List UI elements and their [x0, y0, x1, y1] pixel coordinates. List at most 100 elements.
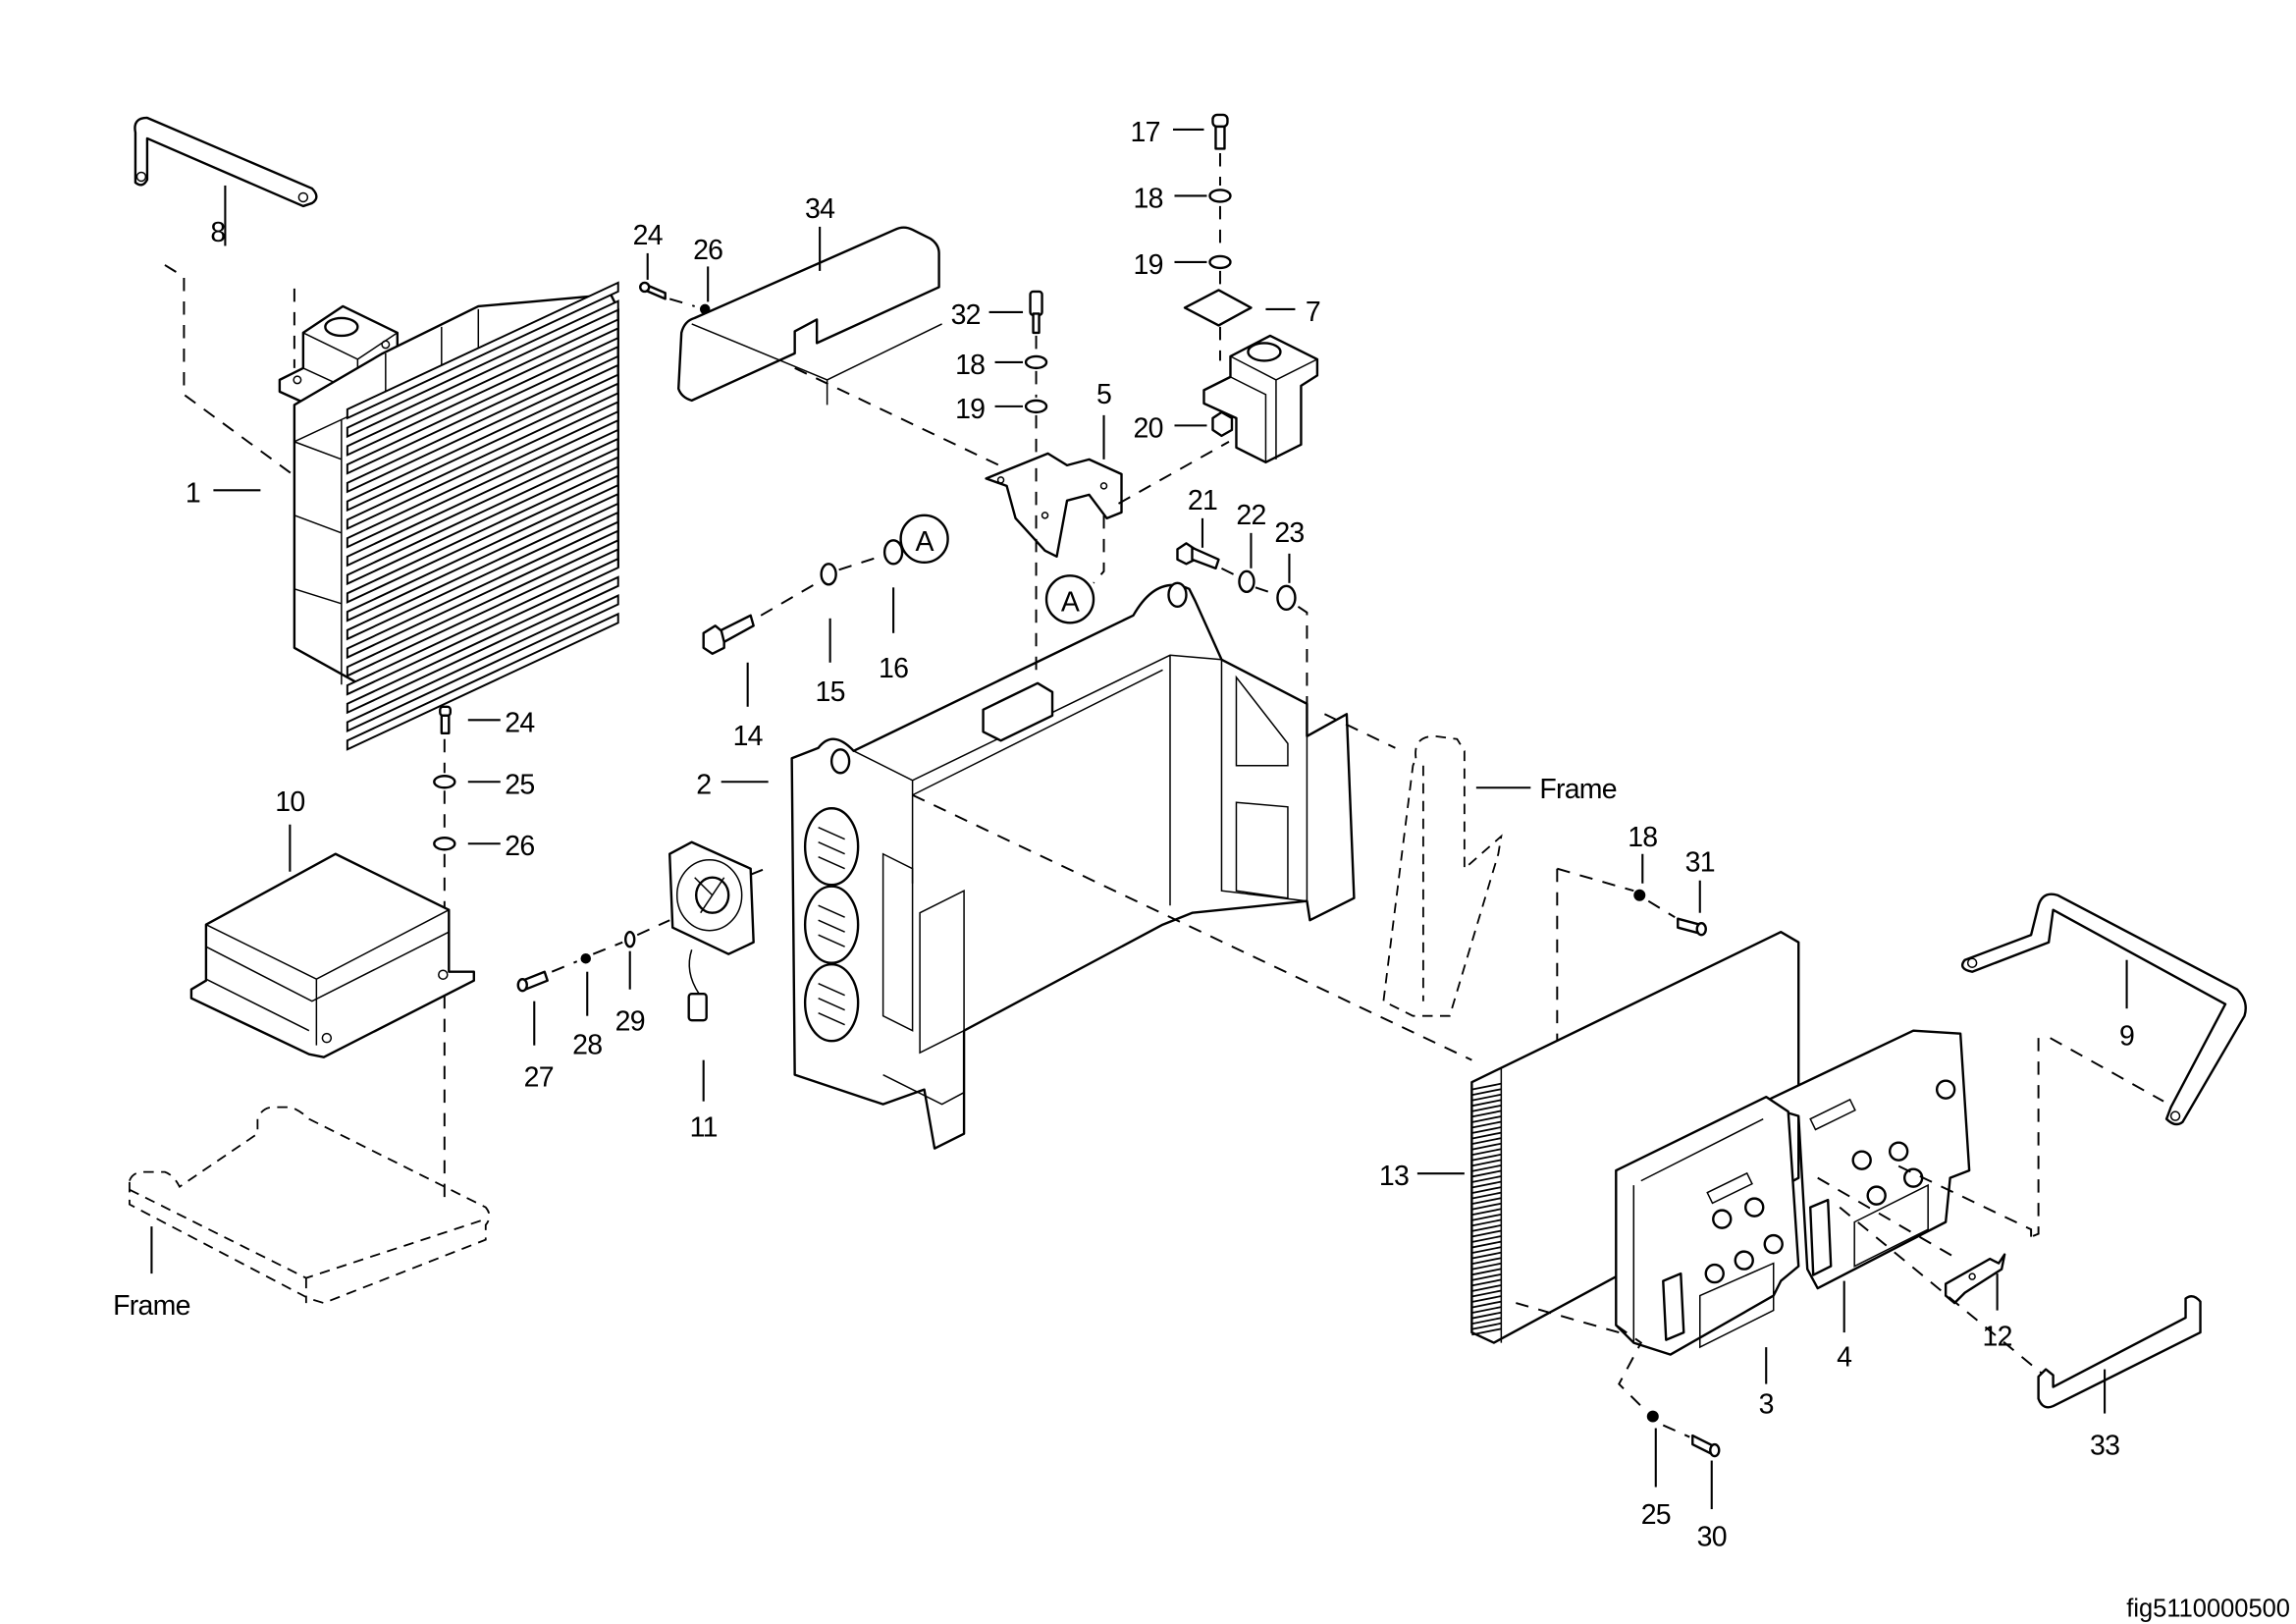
- callout-19-b[interactable]: 19: [955, 394, 986, 425]
- part-19-washer-a[interactable]: [1208, 254, 1232, 270]
- callout-26-left[interactable]: 26: [505, 831, 535, 862]
- callout-3[interactable]: 3: [1759, 1389, 1775, 1421]
- callout-24-left[interactable]: 24: [505, 707, 535, 738]
- callout-34[interactable]: 34: [805, 193, 835, 225]
- callout-24-top[interactable]: 24: [633, 220, 664, 251]
- callout-32[interactable]: 32: [951, 299, 982, 331]
- callout-13[interactable]: 13: [1379, 1161, 1410, 1192]
- callout-28[interactable]: 28: [572, 1030, 603, 1061]
- callout-10[interactable]: 10: [275, 786, 305, 818]
- heatsink-fin: [1471, 1099, 1502, 1108]
- heatsink-fin: [1471, 1262, 1502, 1271]
- heatsink-fin: [1471, 1120, 1502, 1129]
- heatsink-fin: [1471, 1126, 1502, 1134]
- part-18-lock-washer-b[interactable]: [1024, 354, 1048, 370]
- part-10-converter-box[interactable]: [189, 852, 475, 1058]
- part-28-lock-washer[interactable]: [580, 952, 591, 964]
- part-13-heatsink-plate[interactable]: [1470, 931, 1800, 1344]
- part-16-washer[interactable]: [882, 539, 904, 566]
- detail-a-marker-2[interactable]: A: [1044, 574, 1095, 624]
- part-31-screw[interactable]: [1677, 917, 1707, 937]
- part-30-screw[interactable]: [1691, 1434, 1721, 1458]
- heatsink-fins-13: [1471, 1082, 1502, 1336]
- part-17-bolt[interactable]: [1211, 113, 1229, 150]
- part-26-washer-left[interactable]: [433, 837, 456, 851]
- part-15-lock-washer[interactable]: [820, 563, 837, 586]
- callout-11[interactable]: 11: [690, 1112, 719, 1144]
- part-29-washer[interactable]: [624, 931, 636, 948]
- callout-7[interactable]: 7: [1306, 297, 1321, 328]
- callout-18-c[interactable]: 18: [1628, 822, 1658, 853]
- heatsink-fins: [346, 281, 619, 751]
- heatsink-fin: [1471, 1317, 1502, 1326]
- callout-19-a[interactable]: 19: [1134, 249, 1164, 281]
- heatsink-fin: [1471, 1093, 1502, 1102]
- callout-8[interactable]: 8: [210, 217, 226, 248]
- assembly-line-5b: [1093, 514, 1105, 584]
- callout-27[interactable]: 27: [524, 1062, 555, 1094]
- part-21-bolt[interactable]: [1176, 542, 1220, 570]
- callout-25-a[interactable]: 25: [505, 769, 535, 800]
- callout-33[interactable]: 33: [2090, 1431, 2120, 1462]
- callout-26-top[interactable]: 26: [693, 235, 723, 266]
- part-24-screw-left[interactable]: [439, 705, 453, 734]
- callout-14[interactable]: 14: [733, 721, 764, 752]
- callout-4[interactable]: 4: [1837, 1342, 1852, 1374]
- heatsink-fin: [1471, 1327, 1502, 1336]
- heatsink-fin: [1471, 1115, 1502, 1123]
- callout-21[interactable]: 21: [1188, 485, 1218, 516]
- heatsink-fin: [346, 502, 619, 641]
- part-4-controller-right[interactable]: [1757, 1029, 1971, 1290]
- part-7-cover-plate[interactable]: [1183, 289, 1253, 327]
- heatsink-fin: [1471, 1295, 1502, 1303]
- frame-ghost-left: [129, 1106, 491, 1305]
- part-3-controller-left[interactable]: [1615, 1095, 1800, 1356]
- part-18-lock-washer-c[interactable]: [1633, 889, 1646, 901]
- assembly-line-12: [1817, 1164, 2047, 1378]
- part-24-screw-top[interactable]: [639, 281, 667, 300]
- callout-16[interactable]: 16: [879, 653, 909, 684]
- part-33-bus-bar[interactable]: [2037, 1295, 2202, 1409]
- part-9-bus-bar[interactable]: [1960, 893, 2247, 1126]
- part-32-bolt[interactable]: [1029, 290, 1043, 335]
- callout-31[interactable]: 31: [1685, 847, 1716, 879]
- part-23-washer[interactable]: [1276, 584, 1297, 612]
- callout-9[interactable]: 9: [2119, 1021, 2135, 1053]
- part-2-mounting-bracket[interactable]: [790, 581, 1356, 1150]
- part-22-lock-washer[interactable]: [1238, 569, 1255, 594]
- callout-12[interactable]: 12: [1983, 1322, 2013, 1353]
- callout-2[interactable]: 2: [696, 769, 712, 800]
- part-27-screw[interactable]: [516, 970, 549, 993]
- part-25-lock-washer-a[interactable]: [433, 775, 456, 789]
- part-5-hinge-bracket[interactable]: [985, 452, 1123, 559]
- part-25-lock-washer-b[interactable]: [1646, 1410, 1659, 1423]
- callout-20[interactable]: 20: [1134, 412, 1164, 444]
- callout-29[interactable]: 29: [615, 1006, 646, 1038]
- callout-17[interactable]: 17: [1131, 117, 1161, 148]
- part-20-nut[interactable]: [1211, 410, 1234, 438]
- frame-label-left[interactable]: Frame: [113, 1290, 190, 1322]
- part-18-lock-washer-a[interactable]: [1208, 189, 1232, 203]
- callout-15[interactable]: 15: [816, 677, 846, 708]
- callout-22[interactable]: 22: [1236, 500, 1266, 531]
- detail-a-marker-1[interactable]: A: [899, 514, 949, 565]
- callout-18-a[interactable]: 18: [1134, 183, 1164, 214]
- part-12-fuse[interactable]: [1944, 1253, 2006, 1305]
- callout-23[interactable]: 23: [1274, 517, 1305, 549]
- part-contactor-right[interactable]: [1202, 334, 1319, 464]
- callout-25-b[interactable]: 25: [1641, 1499, 1672, 1531]
- callout-30[interactable]: 30: [1697, 1522, 1728, 1553]
- callout-18-b[interactable]: 18: [955, 350, 986, 381]
- heatsink-fin: [346, 557, 619, 696]
- heatsink-fin: [1471, 1272, 1502, 1281]
- part-11-fan[interactable]: [668, 840, 755, 1022]
- callout-1[interactable]: 1: [186, 477, 201, 509]
- part-8-bus-bar[interactable]: [133, 116, 318, 208]
- part-14-bolt[interactable]: [702, 614, 755, 655]
- frame-label-right[interactable]: Frame: [1539, 774, 1617, 805]
- heatsink-fin: [1471, 1208, 1502, 1217]
- part-1-heatsink-module[interactable]: [293, 281, 619, 751]
- part-19-washer-b[interactable]: [1024, 399, 1048, 414]
- callout-5[interactable]: 5: [1096, 379, 1112, 410]
